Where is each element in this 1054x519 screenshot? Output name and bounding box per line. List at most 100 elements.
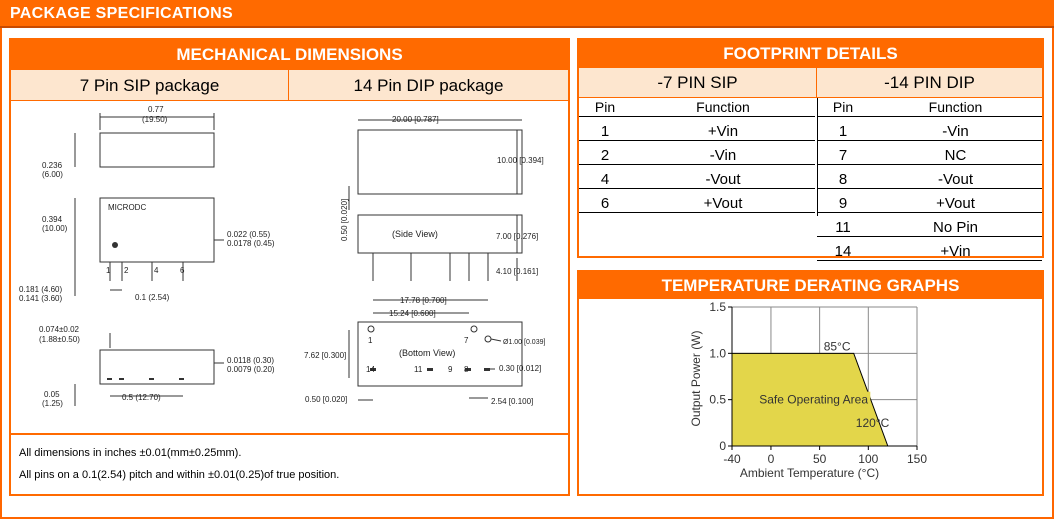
sip-pin-thk1: 0.0118 (0.30) <box>227 356 274 365</box>
sip-thickness-mm: (6.00) <box>42 170 63 179</box>
dip-pin-number: 1 <box>368 336 373 345</box>
dip-row-gap: 7.62 [0.300] <box>304 351 346 360</box>
function-header: Function <box>631 96 815 117</box>
pin-cell: 14 <box>817 236 869 261</box>
table-row: 2-Vin <box>579 140 815 165</box>
dip-edge: 0.50 [0.020] <box>305 395 347 404</box>
y-tick-label: 0.5 <box>709 393 726 407</box>
y-tick-label: 1.0 <box>709 346 726 360</box>
sip-top-width-in: 0.77 <box>148 105 164 114</box>
function-cell: -Vin <box>631 140 815 165</box>
footprint-title: FOOTPRINT DETAILS <box>579 40 1042 68</box>
y-axis-label: Output Power (W) <box>689 330 703 426</box>
page-header: PACKAGE SPECIFICATIONS <box>0 0 1054 28</box>
dip-row-span2: 15.24 [0.600] <box>389 309 436 318</box>
sip-pin-len2: 0.141 (3.60) <box>19 294 62 303</box>
sip-pin-label: 6 <box>180 266 185 275</box>
dip-pin-number: 8 <box>464 365 469 374</box>
pin-cell: 7 <box>817 140 869 165</box>
pin-header: Pin <box>817 96 869 117</box>
sip-thickness-in: 0.236 <box>42 161 63 170</box>
chart-axes <box>731 307 917 447</box>
dip-pin-number: 7 <box>464 336 469 345</box>
table-row: 1+Vin <box>579 116 815 141</box>
dip-side-view: (Side View) <box>392 229 438 239</box>
pin-cell: 4 <box>579 164 631 189</box>
dip-pin-number: 9 <box>448 365 453 374</box>
x-tick-label: 100 <box>858 452 878 466</box>
table-row: 1-Vin <box>817 116 1042 141</box>
function-cell: No Pin <box>869 212 1042 237</box>
dip-pin-length: 4.10 [0.161] <box>496 267 538 276</box>
dip-pin-number: 11 <box>414 365 423 374</box>
sip-offset1: 0.074±0.02 <box>39 325 80 334</box>
pin-cell: 6 <box>579 188 631 213</box>
function-cell: -Vout <box>869 164 1042 189</box>
function-cell: +Vout <box>631 188 815 213</box>
function-cell: +Vin <box>869 236 1042 261</box>
function-cell: NC <box>869 140 1042 165</box>
note-line: All dimensions in inches ±0.01(mm±0.25mm… <box>19 447 242 459</box>
table-row: 9+Vout <box>817 188 1042 213</box>
sip-offset2: (1.88±0.50) <box>39 335 80 344</box>
y-tick-label: 0 <box>719 439 726 453</box>
dip-pin-width: 0.30 [0.012] <box>499 364 541 373</box>
pin-cell: 9 <box>817 188 869 213</box>
function-cell: -Vout <box>631 164 815 189</box>
function-header: Function <box>869 96 1042 117</box>
sip-pin-len1: 0.181 (4.60) <box>19 285 62 294</box>
temperature-title: TEMPERATURE DERATING GRAPHS <box>579 272 1042 299</box>
y-tick-label: 1.5 <box>709 300 726 314</box>
mechanical-drawings: 0.77 (19.50) 0.236 (6.00) 0.394 (10.00) … <box>19 105 545 408</box>
x-axis-label: Ambient Temperature (°C) <box>740 466 879 480</box>
x-tick-label: 50 <box>813 452 827 466</box>
mechanical-panel: MECHANICAL DIMENSIONS 7 Pin SIP package … <box>9 38 570 496</box>
page-title: PACKAGE SPECIFICATIONS <box>10 5 233 22</box>
dip-width: 20.00 [0.787] <box>392 115 439 124</box>
pin-cell: 8 <box>817 164 869 189</box>
sip-footprint-table: Pin Function 1+Vin 2-Vin 4-Vout 6+Vout <box>579 96 815 213</box>
mechanical-title: MECHANICAL DIMENSIONS <box>11 40 568 70</box>
sip-column-header: 7 Pin SIP package <box>11 70 289 101</box>
x-tick-label: -40 <box>723 452 741 466</box>
dip-pitch: 2.54 [0.100] <box>491 397 533 406</box>
sip-top-width-mm: (19.50) <box>142 115 168 124</box>
sip-span: 0.5 (12.70) <box>122 393 161 402</box>
annotation-120c: 120°C <box>856 416 890 430</box>
pin-cell: 11 <box>817 212 869 237</box>
pin-header: Pin <box>579 96 631 117</box>
dip-pin-number: 14 <box>366 365 375 374</box>
function-cell: +Vout <box>869 188 1042 213</box>
table-row: 4-Vout <box>579 164 815 189</box>
function-cell: -Vin <box>869 116 1042 141</box>
annotation-safe-area: Safe Operating Area <box>759 393 868 407</box>
note-line: All pins on a 0.1(2.54) pitch and within… <box>19 469 340 481</box>
function-cell: +Vin <box>631 116 815 141</box>
sip-pin-dia2: 0.0178 (0.45) <box>227 239 275 248</box>
sip-pin-label: 2 <box>124 266 129 275</box>
sip-pin-label: 1 <box>106 266 111 275</box>
table-row: 8-Vout <box>817 164 1042 189</box>
pin-cell: 2 <box>579 140 631 165</box>
table-row: 14+Vin <box>817 236 1042 261</box>
dip-footprint-header: -14 PIN DIP <box>817 68 1042 98</box>
sip-bottom-gap1: 0.05 <box>44 390 60 399</box>
dimension-notes: All dimensions in inches ±0.01(mm±0.25mm… <box>9 433 568 493</box>
sip-height-mm: (10.00) <box>42 224 68 233</box>
sip-pin-thk2: 0.0079 (0.20) <box>227 365 275 374</box>
sip-bottom-gap2: (1.25) <box>42 399 63 408</box>
pin-cell: 1 <box>817 116 869 141</box>
sip-brand: MICRODC <box>108 203 146 212</box>
sip-pin-label: 4 <box>154 266 159 275</box>
sip-footprint-header: -7 PIN SIP <box>579 68 817 98</box>
dip-bottom-view: (Bottom View) <box>399 348 455 358</box>
dip-pin-diameter: Ø1.00 [0.039] <box>503 339 545 346</box>
annotation-85c: 85°C <box>824 339 851 353</box>
x-tick-label: 0 <box>768 452 775 466</box>
pin-cell: 1 <box>579 116 631 141</box>
